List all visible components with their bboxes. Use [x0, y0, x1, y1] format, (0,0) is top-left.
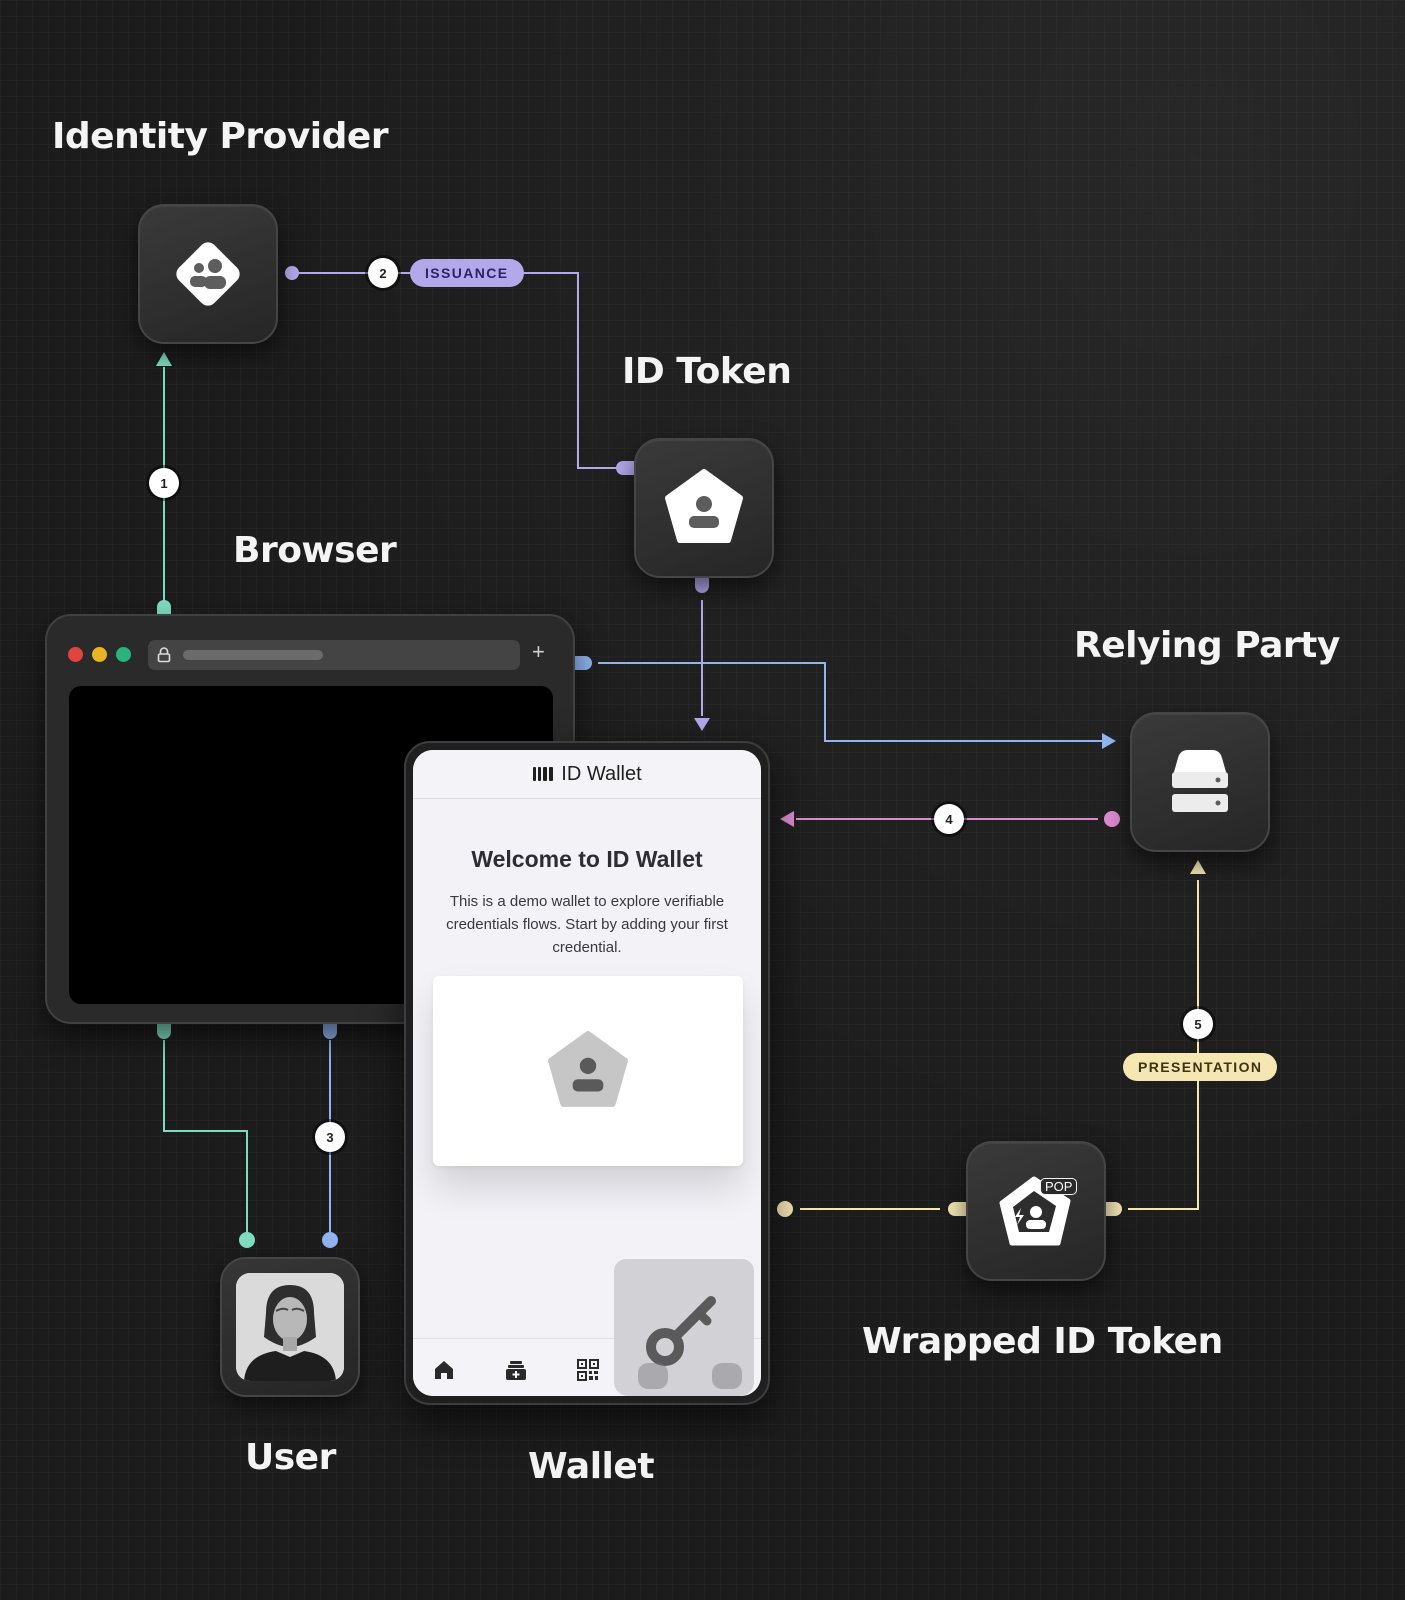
user-pentagon-icon: [665, 469, 743, 543]
user-node[interactable]: [220, 1257, 360, 1397]
qr-code-icon[interactable]: [577, 1359, 599, 1381]
browser-heading: Browser: [233, 530, 397, 571]
user-photo: [236, 1273, 344, 1381]
intro-text: This is a demo wallet to explore verifia…: [446, 893, 728, 956]
user-group-diamond-icon: [176, 242, 240, 306]
address-bar[interactable]: [148, 640, 520, 670]
avatar: [236, 1273, 344, 1381]
add-credential-card[interactable]: [433, 976, 743, 1166]
lock-icon: [157, 647, 171, 663]
id-token-heading: ID Token: [622, 351, 792, 392]
step-3-marker: 3: [315, 1122, 345, 1152]
welcome-title: Welcome to ID Wallet: [471, 846, 703, 872]
issuance-label: ISSUANCE: [410, 259, 524, 287]
pop-badge: POP: [1040, 1178, 1078, 1195]
presentation-label: PRESENTATION: [1123, 1053, 1278, 1081]
step-1-marker: 1: [149, 468, 179, 498]
server-stack-icon: [1172, 750, 1228, 812]
wallet-screen: ID Wallet Welcome to ID Wallet This is a…: [413, 750, 761, 1396]
wallet-header: ID Wallet: [413, 750, 761, 799]
wrapped-id-token-heading: Wrapped ID Token: [862, 1321, 1223, 1362]
wallet-app-title: ID Wallet: [561, 762, 642, 785]
minimize-window-dot[interactable]: [92, 647, 107, 662]
id-token-node[interactable]: [634, 438, 774, 578]
identity-provider-heading: Identity Provider: [52, 116, 389, 157]
new-tab-button[interactable]: +: [532, 639, 545, 664]
relying-party-heading: Relying Party: [1074, 625, 1340, 666]
user-heading: User: [245, 1437, 336, 1478]
url-placeholder-bar: [183, 650, 323, 660]
key-action-panel[interactable]: [614, 1259, 754, 1396]
step-4-marker: 4: [934, 804, 964, 834]
identity-provider-node[interactable]: [138, 204, 278, 344]
relying-party-node[interactable]: [1130, 712, 1270, 852]
close-window-dot[interactable]: [68, 647, 83, 662]
key-icon: [646, 1296, 716, 1366]
wallet-logo-icon: [533, 767, 554, 781]
credential-placeholder-icon: [548, 1031, 628, 1107]
pop-user-pentagon-icon: [999, 1176, 1071, 1246]
wallet-phone: ID Wallet Welcome to ID Wallet This is a…: [404, 741, 770, 1405]
blurred-element: [638, 1363, 668, 1389]
wrapped-id-token-node[interactable]: POP: [966, 1141, 1106, 1281]
home-icon[interactable]: [433, 1359, 455, 1381]
presentation-connector: [800, 880, 1199, 1210]
step-5-marker: 5: [1183, 1009, 1213, 1039]
step-2-marker: 2: [368, 258, 398, 288]
wallet-heading: Wallet: [528, 1446, 655, 1487]
blurred-element: [712, 1363, 742, 1389]
maximize-window-dot[interactable]: [116, 647, 131, 662]
add-card-icon[interactable]: [505, 1359, 527, 1381]
